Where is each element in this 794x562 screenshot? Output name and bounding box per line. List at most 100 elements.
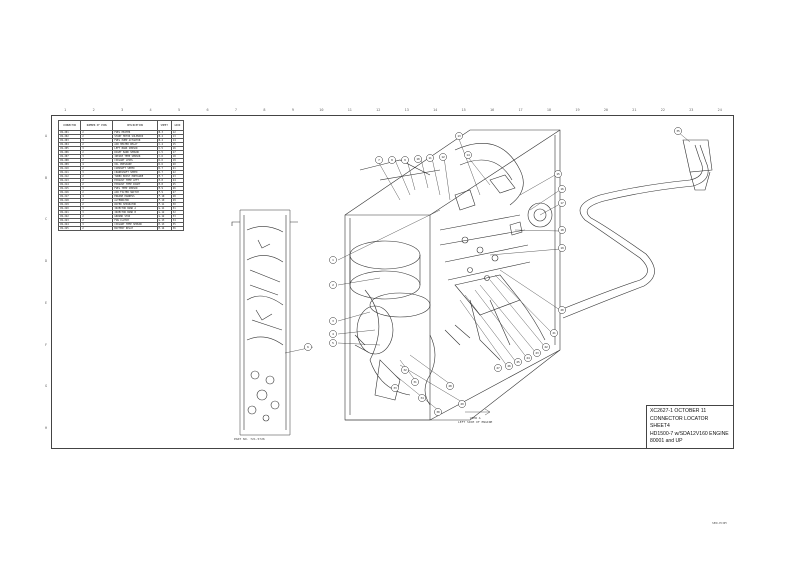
column-label: 1 (64, 108, 67, 112)
row-label: G (45, 384, 48, 389)
callout-bubble (426, 154, 434, 162)
callout-bubble (388, 156, 396, 164)
callout-bubble (329, 330, 337, 338)
callout-bubble (434, 408, 442, 416)
row-label: H (45, 426, 48, 431)
callout-number: 13 (457, 134, 461, 138)
title-line-revision: XC2627-1 OCTOBER 11 (650, 408, 707, 414)
column-label: 5 (178, 108, 181, 112)
wire-harness (559, 139, 713, 319)
callout-bubble (329, 256, 337, 264)
callout-bubble (558, 185, 566, 193)
callout-number: 23 (535, 351, 539, 355)
callout-number: 5 (332, 341, 334, 345)
row-label: A (45, 133, 48, 138)
callout-bubble (464, 151, 472, 159)
callout-bubble (418, 394, 426, 402)
callout-bubble (542, 343, 550, 351)
row-label: B (45, 175, 48, 180)
callout-number: 33 (393, 386, 397, 390)
page-reference: SEN-ECOM (712, 521, 727, 525)
callout-bubble (550, 329, 558, 337)
callout-bubble (505, 362, 513, 370)
callout-bubble (329, 281, 337, 289)
callout-number: 2 (332, 283, 334, 287)
callout-bubble (558, 226, 566, 234)
callout-number: 9 (404, 158, 406, 162)
callout-bubble (558, 306, 566, 314)
column-label: 22 (660, 108, 665, 112)
callout-bubble (304, 343, 312, 351)
column-label: 16 (489, 108, 495, 112)
column-label: 2 (92, 108, 95, 112)
callout-number: 35 (676, 129, 680, 133)
view-note-title: VIEW A (469, 416, 481, 420)
callout-number: 8 (391, 158, 393, 162)
table-cell: CN-225 (57, 226, 82, 231)
table-cell: 2 (80, 226, 114, 231)
column-label: 6 (206, 108, 209, 112)
row-ruler: A B C D E F G H (43, 115, 51, 449)
callout-number: 26 (507, 364, 511, 368)
column-label: 9 (291, 108, 294, 112)
column-label: 14 (433, 108, 438, 112)
column-label: 15 (461, 108, 466, 112)
column-label: 4 (149, 108, 152, 112)
callout-number: 21 (552, 331, 556, 335)
column-label: 21 (632, 108, 637, 112)
callout-number: 15 (556, 172, 560, 176)
view-note: VIEW A LEFT SIDE OF ENGINE (458, 416, 492, 424)
engine-assembly (344, 129, 561, 421)
column-label: 20 (603, 108, 609, 112)
column-label: 19 (575, 108, 580, 112)
side-view-panel (231, 209, 298, 436)
callout-number: 14 (466, 153, 470, 157)
column-label: 10 (319, 108, 324, 112)
table-cell: 36 (170, 226, 185, 231)
callout-number: 6 (307, 345, 309, 349)
column-label: 18 (546, 108, 552, 112)
callout-bubble (401, 156, 409, 164)
callout-bubble (524, 354, 532, 362)
callout-bubble (494, 364, 502, 372)
callout-number: 20 (560, 308, 564, 312)
part-number-note: PART NO. 721-5726 (234, 437, 265, 441)
column-label: 23 (689, 108, 694, 112)
callout-number: 27 (496, 366, 500, 370)
row-label: D (45, 259, 48, 264)
drawing-frame (51, 115, 734, 449)
callout-number: 24 (526, 356, 530, 360)
column-label: 13 (404, 108, 409, 112)
callout-number: 28 (448, 384, 452, 388)
callout-number: 19 (560, 246, 564, 250)
callout-bubble (558, 199, 566, 207)
callout-number: 3 (332, 319, 334, 323)
title-block: XC2627-1 OCTOBER 11 CONNECTOR LOCATOR SH… (646, 405, 734, 449)
column-label: 17 (518, 108, 523, 112)
callout-number: 17 (560, 201, 564, 205)
callout-bubble (401, 366, 409, 374)
row-label: E (45, 300, 48, 305)
row-label: F (45, 342, 48, 347)
callout-bubble (375, 156, 383, 164)
callout-bubble (458, 400, 466, 408)
callout-bubble (411, 378, 419, 386)
callout-bubble (455, 132, 463, 140)
callout-bubble (554, 170, 562, 178)
column-label: 8 (263, 108, 266, 112)
column-label: 7 (234, 108, 238, 112)
callout-number: 11 (428, 156, 432, 160)
callout-bubble (329, 317, 337, 325)
callout-bubble (414, 155, 422, 163)
callout-number: 32 (403, 368, 407, 372)
callout-bubble (329, 339, 337, 347)
row-label: C (45, 217, 48, 222)
callout-number: 7 (378, 158, 380, 162)
callout-number: 34 (420, 396, 424, 400)
callout-number: 18 (560, 228, 564, 232)
